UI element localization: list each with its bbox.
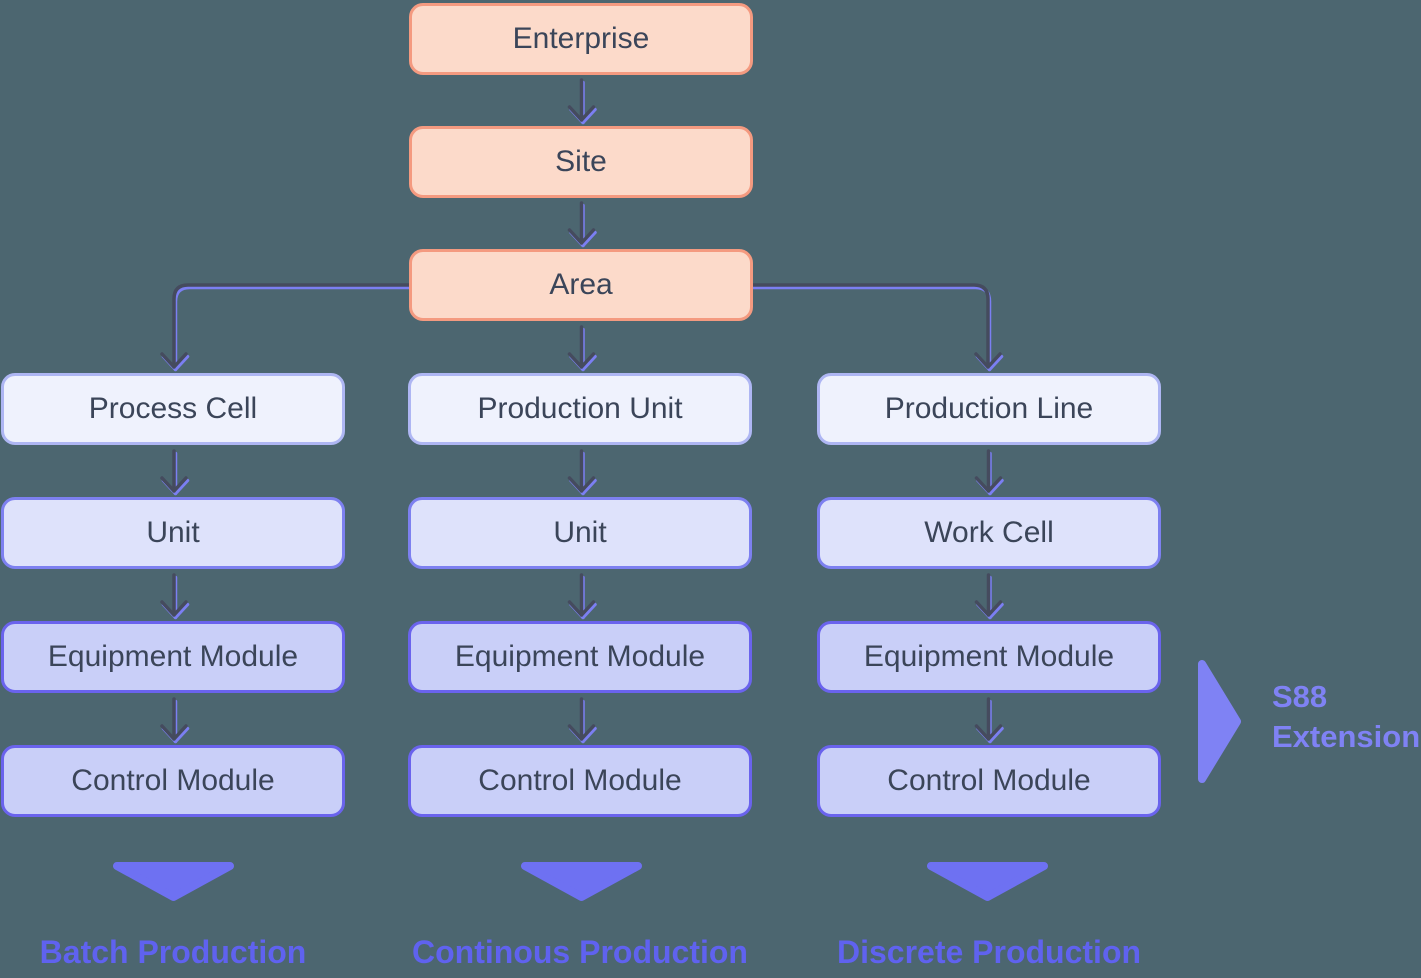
label-batch-production: Batch Production: [39, 934, 307, 970]
arrow-down-icon: [160, 573, 190, 620]
triangle-down-icon: [113, 862, 234, 901]
label-continuous-production: Continous Production: [412, 934, 748, 970]
arrow-down-icon: [567, 697, 597, 744]
arrow-down-icon: [160, 449, 190, 496]
box-unit-batch: Unit: [1, 497, 345, 569]
box-enterprise: Enterprise: [409, 3, 753, 75]
box-equipment-module-batch: Equipment Module: [1, 621, 345, 693]
triangle-down-icon: [521, 862, 642, 901]
arrow-down-icon: [567, 201, 597, 248]
triangle-right-icon: [1198, 660, 1241, 783]
s88-extension-line2: Extension: [1272, 719, 1421, 754]
box-work-cell: Work Cell: [817, 497, 1161, 569]
arrow-down-icon: [974, 697, 1004, 744]
box-area: Area: [409, 249, 753, 321]
box-equipment-module-discrete: Equipment Module: [817, 621, 1161, 693]
box-process-cell: Process Cell: [1, 373, 345, 445]
branch-right-connector: [750, 283, 1004, 372]
label-discrete-production: Discrete Production: [836, 934, 1142, 970]
box-equipment-module-continuous: Equipment Module: [408, 621, 752, 693]
box-unit-continuous: Unit: [408, 497, 752, 569]
box-production-unit: Production Unit: [408, 373, 752, 445]
arrow-down-icon: [567, 78, 597, 125]
triangle-down-icon: [927, 862, 1048, 901]
box-control-module-continuous: Control Module: [408, 745, 752, 817]
s88-extension-line1: S88: [1272, 679, 1328, 714]
box-control-module-batch: Control Module: [1, 745, 345, 817]
arrow-down-icon: [567, 449, 597, 496]
box-control-module-discrete: Control Module: [817, 745, 1161, 817]
arrow-down-icon: [567, 573, 597, 620]
arrow-down-icon: [974, 449, 1004, 496]
box-production-line: Production Line: [817, 373, 1161, 445]
arrow-down-icon: [974, 573, 1004, 620]
s88-extension-label: S88 Extension: [1272, 677, 1420, 757]
box-site: Site: [409, 126, 753, 198]
arrow-down-icon: [160, 697, 190, 744]
arrow-down-icon: [567, 325, 597, 372]
branch-left-connector: [160, 283, 413, 372]
